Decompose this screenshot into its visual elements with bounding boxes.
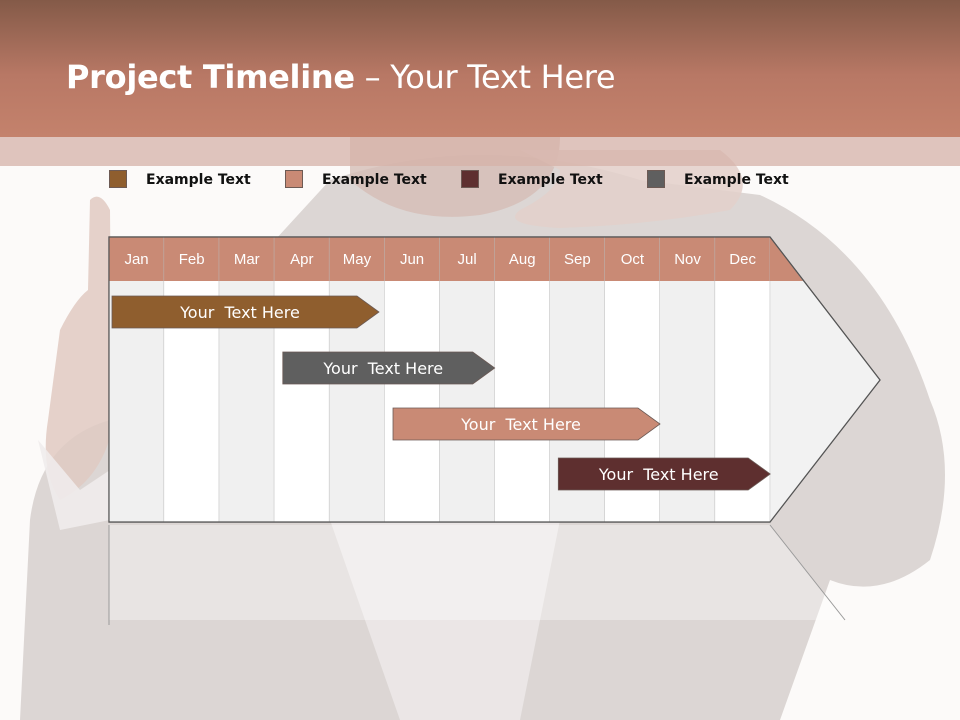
month-header-cell: [109, 237, 165, 281]
arrow-tip-fill: [770, 281, 880, 522]
month-header-cell: [384, 237, 440, 281]
legend-swatch: [109, 170, 127, 188]
timeline-bar-label: Your Text Here: [322, 359, 443, 378]
timeline-bar-shape: [392, 407, 661, 441]
month-header-cell: [219, 237, 275, 281]
month-label: Sep: [564, 251, 591, 268]
legend-label: Example Text: [684, 172, 789, 188]
month-label: Nov: [674, 251, 701, 268]
timeline-bar-shape: [557, 457, 771, 491]
month-header-cell: [549, 237, 605, 281]
legend-swatch: [461, 170, 479, 188]
month-label: May: [343, 251, 372, 268]
timeline-bar-shape: [282, 351, 496, 385]
month-columns: [109, 237, 880, 522]
month-header-cell: [164, 237, 220, 281]
month-label: Dec: [729, 251, 756, 268]
month-header-cell: [715, 237, 771, 281]
month-label: Jan: [124, 251, 148, 268]
timeline-bar-shape: [111, 295, 380, 329]
legend-swatch: [647, 170, 665, 188]
legend-label: Example Text: [322, 172, 427, 188]
timeline-bar-label: Your Text Here: [460, 415, 581, 434]
month-header-cell: [660, 237, 716, 281]
timeline-bar: Your Text Here: [282, 351, 496, 385]
timeline-bar-label: Your Text Here: [598, 465, 719, 484]
month-header-cell: [604, 237, 660, 281]
month-header-cell: [494, 237, 550, 281]
month-column: [494, 281, 550, 522]
timeline-bar: Your Text Here: [392, 407, 661, 441]
legend-label: Example Text: [498, 172, 603, 188]
month-label: Apr: [290, 251, 313, 268]
timeline-bar-label: Your Text Here: [179, 303, 300, 322]
legend-swatch: [285, 170, 303, 188]
timeline-bar: Your Text Here: [111, 295, 380, 329]
month-label: Mar: [234, 251, 260, 268]
month-label: Oct: [621, 251, 645, 268]
month-label: Jun: [400, 251, 424, 268]
month-labels: Jan Feb Mar Apr May Jun Jul Aug Sep Oct Nov Dec: [124, 251, 756, 268]
month-header-cell: [274, 237, 330, 281]
title-bold: Project Timeline: [66, 58, 355, 96]
month-header-cell: [329, 237, 385, 281]
month-header-cell: [439, 237, 495, 281]
month-label: Jul: [458, 251, 477, 268]
title-bar: [0, 0, 960, 137]
slide-title: Project Timeline – Your Text Here: [66, 58, 616, 96]
title-rest: – Your Text Here: [354, 58, 616, 96]
month-label: Feb: [179, 251, 205, 268]
month-column: [384, 281, 440, 522]
legend-label: Example Text: [146, 172, 251, 188]
month-label: Aug: [509, 251, 536, 268]
timeline-bar: Your Text Here: [557, 457, 771, 491]
month-column: [439, 281, 495, 522]
title-strip: [0, 137, 960, 166]
